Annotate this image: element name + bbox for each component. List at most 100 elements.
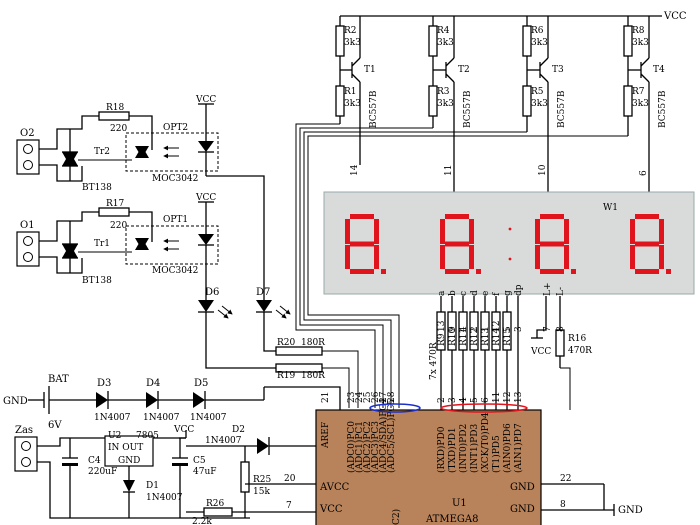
terminal [21,457,31,467]
mcu-pin-adc0pc0: (ADC0)PC0 [346,421,357,473]
vcc-label-opt1: VCC [195,193,216,203]
display-pin-1: 1 [481,326,491,332]
mcu-pin-number-6: 6 [481,397,491,403]
diode-d2 [257,438,269,454]
driver-t2: R4 3k3 R3 3k3 T2 BC557B 11 [428,16,473,192]
output-o1: O1 R17 220 Tr1 BT138 OPT1 MOC3042 VCC [16,193,219,300]
resistor-r8 [623,25,633,57]
segment-d [540,269,564,274]
d2-type: 1N4007 [205,436,242,446]
r1-value: 3k3 [344,99,361,109]
d3-label: D3 [97,378,111,389]
mcu-part: ATMEGA8 [425,514,478,525]
segment-dp [571,269,576,274]
t1-pin: 14 [350,164,360,176]
r19-value: 180R [301,371,325,381]
r11-label: R11 [459,328,469,346]
mcu-pin-adc2pc2: (ADC2)PC2 [362,421,373,473]
vcc-label-reg: VCC [173,425,194,435]
segment-b [564,219,569,244]
u2-type: 7805 [136,431,159,441]
resistor-r2 [335,25,345,57]
r6-value: 3k3 [531,38,548,48]
diode-d4 [146,392,158,408]
r8-value: 3k3 [632,38,649,48]
segment-b [374,219,379,244]
mcu-pin-number-12: 12 [503,392,513,403]
r4-label: R4 [437,26,450,36]
t4-type: BC557B [658,90,668,128]
resistor-r20 [275,346,323,356]
r7-value: 3k3 [632,99,649,109]
r4-value: 3k3 [437,38,454,48]
r18-label: R18 [106,103,125,113]
segment-label-f: f [492,292,502,296]
resistor-r3 [428,85,438,117]
connector-o1 [16,231,40,267]
gnd-label-left: GND [3,396,28,407]
o1-label: O1 [20,220,35,231]
bat-label: BAT [48,374,69,385]
mcu-vcc-label: VCC [319,504,343,515]
display-pin-4: 4 [459,326,469,332]
r20-label: R20 [277,338,296,348]
mcu-pin-int0pd2: (INT0)PD2 [458,424,469,473]
mcu-pin-number-13: 13 [514,391,524,403]
terminal [23,236,33,246]
segment-label-dp: dp [514,284,524,296]
digit-4 [630,214,671,274]
segment-d [445,269,469,274]
r15-label: R15 [503,327,513,346]
d7-label: D7 [256,287,270,298]
opto-led [198,141,214,152]
opto-opt2 [125,132,219,172]
segment-a [445,214,469,219]
r5-value: 3k3 [531,99,548,109]
c5-label: C5 [193,456,206,466]
mcu-pin-ain1pd7: (AIN1)PD7 [513,423,524,473]
r10-label: R10 [448,327,458,346]
indicator-leds: D6 D7 R20 180R R19 180R [198,175,359,408]
display-pin-12: 12 [492,321,502,332]
terminal [23,144,33,154]
mcu-pin-number-21: 21 [321,392,331,403]
tr2-label: Tr2 [94,147,110,157]
t3-pin: 10 [538,164,548,176]
mcu-pin-number-28: 28 [387,391,397,403]
digit-1 [345,214,386,274]
t2-label: T2 [458,65,470,75]
d5-type: 1N4007 [190,413,227,423]
mcu-name: U1 [452,498,467,509]
r5-label: R5 [531,87,544,97]
opt1-label: OPT1 [163,215,188,225]
mcu-pin-number-2: 2 [437,397,447,403]
led-d6 [198,300,214,312]
r25-value: 15k [253,487,270,497]
avcc-pin-number: 20 [284,474,296,484]
segment-label-a: a [437,290,447,296]
regulator-u2 [104,435,154,467]
power-section: GND BAT 6V D3 1N4007 D4 1N4007 D5 1N4007… [3,374,341,525]
r3-label: R3 [437,87,450,97]
segment-f [535,219,540,244]
segment-g [540,241,564,247]
u2-label: U2 [108,431,121,441]
r19-label: R19 [277,371,296,381]
mcu-pin-number-24: 24 [355,391,365,403]
t1-type: BC557B [369,90,379,128]
led-d7 [256,300,272,312]
segment-label-e: e [481,291,491,296]
c5-value: 47uF [193,467,217,477]
mcu-pin-rxdpd0: (RXD)PD0 [436,426,447,473]
t2-pin: 11 [444,165,454,176]
t3-type: BC557B [557,90,567,128]
digit-driver-section: VCC R2 3k3 R1 3k3 T1 BC557B 14 [295,11,687,408]
mcu-pin-adc5sclpc5: (ADC5/SCL)PC5 [386,399,397,473]
r13-label: R13 [481,327,491,346]
r20-value: 180R [301,338,325,348]
mcu-partial-pin: C2) [391,509,402,525]
segment-e [630,245,635,269]
colon-dot-top [508,227,512,231]
r7-label: R7 [632,87,645,97]
